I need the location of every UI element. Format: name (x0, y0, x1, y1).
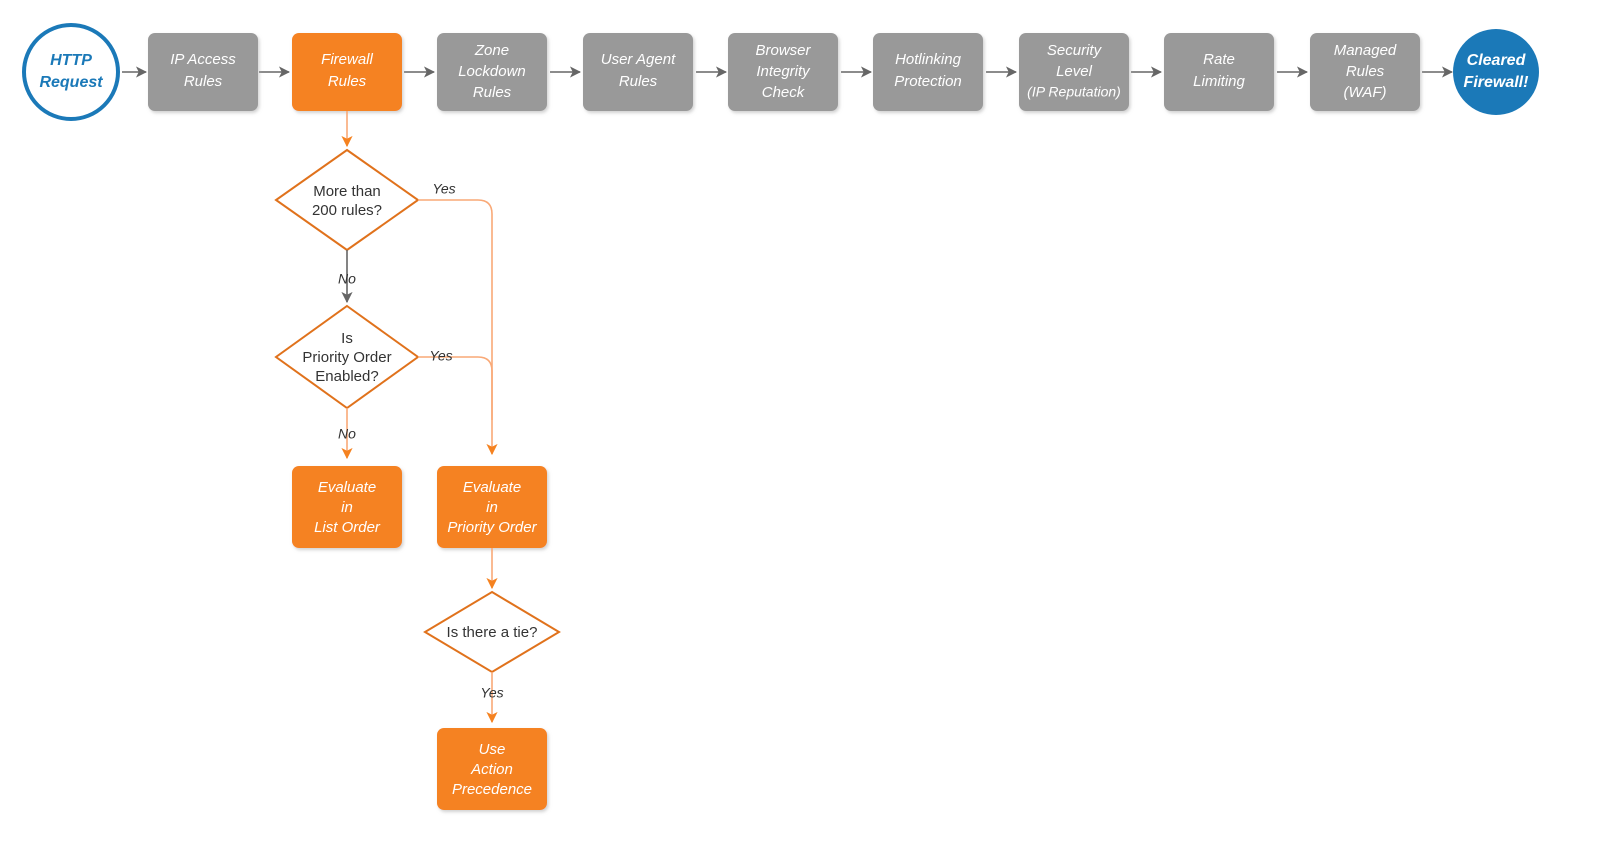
use-action-precedence-label-line1: Use (479, 741, 506, 758)
evaluate-list-order-label-line1: Evaluate (318, 479, 376, 496)
firewall-rules-label-line1: Firewall (321, 51, 373, 68)
security-level-label-line2: Level (1056, 63, 1093, 80)
edge-label-decision1-no: No (338, 271, 356, 287)
edge-label-decision1-yes: Yes (432, 181, 455, 197)
security-level-label-line1: Security (1047, 42, 1103, 59)
evaluate-list-order-box (292, 466, 402, 548)
node-user-agent-rules[interactable]: User Agent Rules (583, 33, 693, 111)
hotlinking-protection-label-line1: Hotlinking (895, 51, 962, 68)
decision3-label-line1: Is there a tie? (447, 624, 538, 641)
node-decision-is-there-a-tie[interactable]: Is there a tie? (423, 590, 561, 674)
node-cleared-firewall[interactable]: Cleared Firewall! (1453, 29, 1539, 115)
cleared-firewall-label-line1: Cleared (1467, 52, 1527, 69)
node-managed-rules-waf[interactable]: Managed Rules (WAF) (1310, 33, 1420, 111)
ip-access-rules-label-line1: IP Access (170, 51, 236, 68)
connector-decision2-yes-to-trunk (418, 356, 493, 420)
node-decision-is-priority-order-enabled[interactable]: Is Priority Order Enabled? (274, 304, 420, 410)
connector-decision1-yes-to-evaluate-priority-order (418, 199, 498, 456)
node-rate-limiting[interactable]: Rate Limiting (1164, 33, 1274, 111)
decision2-label-line1: Is (341, 330, 353, 347)
evaluate-priority-order-label-line1: Evaluate (463, 479, 521, 496)
decision1-label-line1: More than (313, 183, 381, 200)
cleared-firewall-circle (1453, 29, 1539, 115)
zone-lockdown-rules-box (437, 33, 547, 111)
rate-limiting-box (1164, 33, 1274, 111)
rate-limiting-label-line1: Rate (1203, 51, 1235, 68)
evaluate-priority-order-label-line3: Priority Order (447, 519, 537, 536)
evaluate-list-order-label-line3: List Order (314, 519, 381, 536)
browser-integrity-check-label-line3: Check (762, 84, 806, 101)
ip-access-rules-label-line2: Rules (184, 73, 223, 90)
node-firewall-rules[interactable]: Firewall Rules (292, 33, 402, 111)
decision1-diamond (274, 148, 420, 252)
managed-rules-waf-box (1310, 33, 1420, 111)
node-browser-integrity-check[interactable]: Browser Integrity Check (728, 33, 838, 111)
hotlinking-protection-label-line2: Protection (894, 73, 962, 90)
firewall-rules-label-line2: Rules (328, 73, 367, 90)
node-ip-access-rules[interactable]: IP Access Rules (148, 33, 258, 111)
zone-lockdown-rules-label-line1: Zone (474, 42, 509, 59)
firewall-rules-box (292, 33, 402, 111)
node-http-request[interactable]: HTTP Request (22, 23, 120, 121)
node-decision-more-than-200-rules[interactable]: More than 200 rules? (274, 148, 420, 252)
evaluate-priority-order-label-line2: in (486, 499, 498, 516)
decision2-label-line2: Priority Order (302, 349, 391, 366)
zone-lockdown-rules-label-line3: Rules (473, 84, 512, 101)
cleared-firewall-label-line2: Firewall! (1464, 74, 1530, 91)
rate-limiting-label-line2: Limiting (1193, 73, 1245, 90)
http-request-circle (22, 23, 120, 121)
user-agent-rules-label-line2: Rules (619, 73, 658, 90)
evaluate-list-order-label-line2: in (341, 499, 353, 516)
hotlinking-protection-box (873, 33, 983, 111)
browser-integrity-check-box (728, 33, 838, 111)
http-request-label-line2: Request (39, 74, 103, 91)
node-evaluate-in-priority-order[interactable]: Evaluate in Priority Order (437, 466, 547, 548)
node-hotlinking-protection[interactable]: Hotlinking Protection (873, 33, 983, 111)
managed-rules-waf-label-line3: (WAF) (1343, 84, 1386, 101)
edge-label-decision2-no: No (338, 426, 356, 442)
managed-rules-waf-label-line1: Managed (1334, 42, 1397, 59)
evaluate-priority-order-box (437, 466, 547, 548)
browser-integrity-check-label-line1: Browser (755, 42, 811, 59)
managed-rules-waf-label-line2: Rules (1346, 63, 1385, 80)
edge-label-decision2-yes: Yes (429, 348, 452, 364)
zone-lockdown-rules-label-line2: Lockdown (458, 63, 526, 80)
node-use-action-precedence[interactable]: Use Action Precedence (437, 728, 547, 810)
user-agent-rules-label-line1: User Agent (601, 51, 676, 68)
user-agent-rules-box (583, 33, 693, 111)
security-level-label-line3: (IP Reputation) (1027, 84, 1121, 100)
browser-integrity-check-label-line2: Integrity (756, 63, 811, 80)
use-action-precedence-label-line2: Action (470, 761, 513, 778)
use-action-precedence-label-line3: Precedence (452, 781, 532, 798)
node-security-level[interactable]: Security Level (IP Reputation) (1019, 33, 1129, 111)
decision2-label-line3: Enabled? (315, 368, 378, 385)
http-request-label-line1: HTTP (50, 52, 92, 69)
node-zone-lockdown-rules[interactable]: Zone Lockdown Rules (437, 33, 547, 111)
edge-label-decision3-yes: Yes (480, 685, 503, 701)
node-evaluate-in-list-order[interactable]: Evaluate in List Order (292, 466, 402, 548)
decision1-label-line2: 200 rules? (312, 202, 382, 219)
ip-access-rules-box (148, 33, 258, 111)
use-action-precedence-box (437, 728, 547, 810)
security-level-box (1019, 33, 1129, 111)
